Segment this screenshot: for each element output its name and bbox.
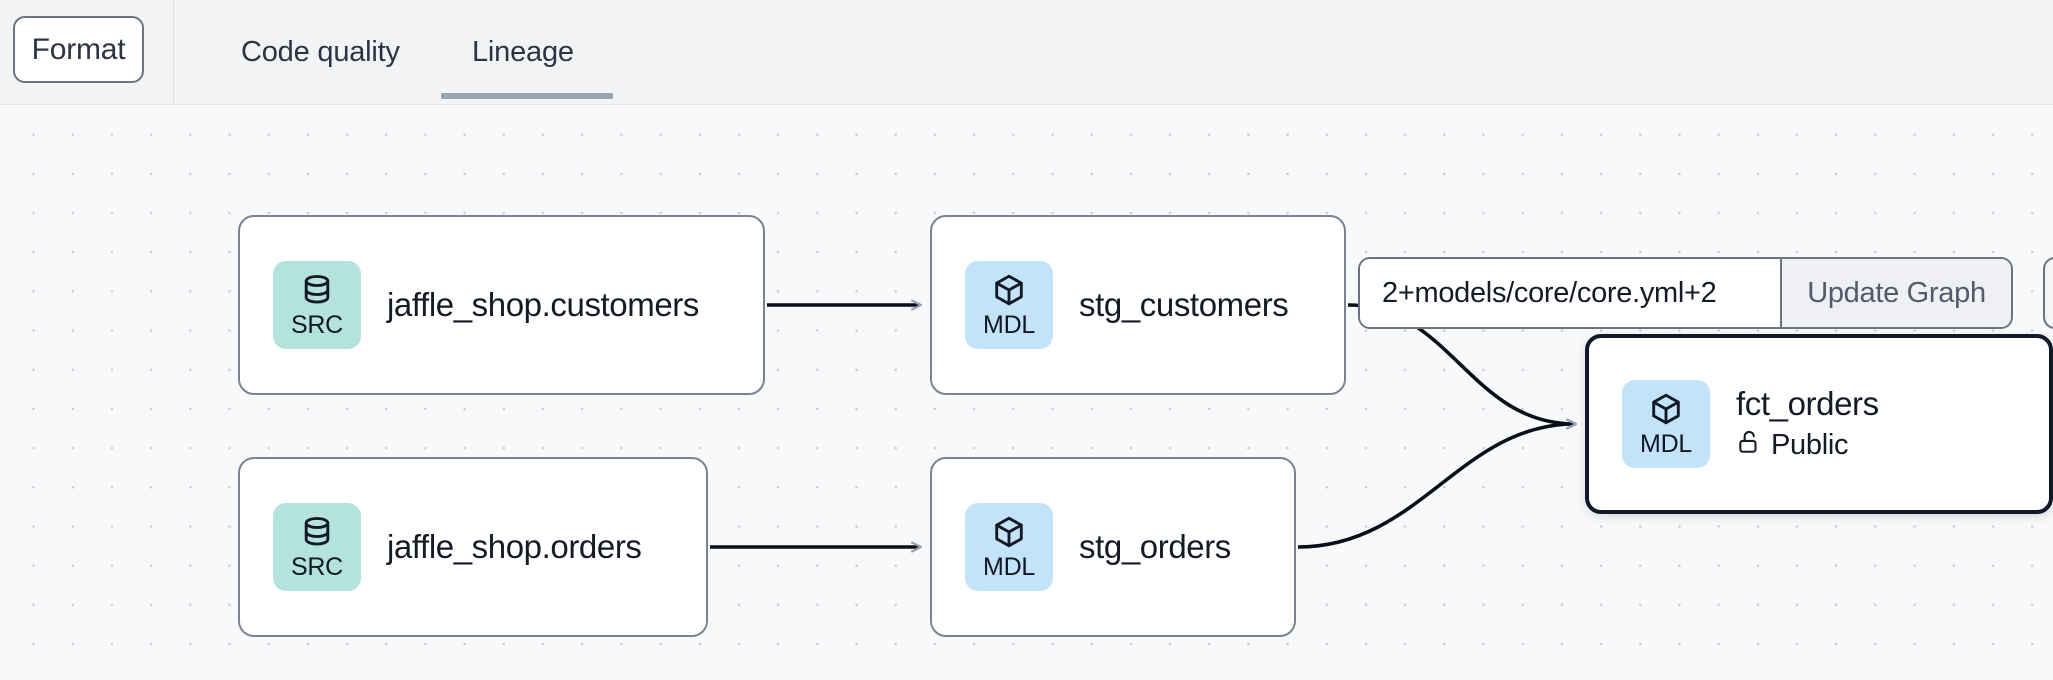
node-visibility-label: Public [1771, 429, 1849, 462]
lineage-node-jaffle-shop-customers[interactable]: SRC jaffle_shop.customers [238, 215, 765, 395]
tab-lineage[interactable]: Lineage [472, 0, 574, 105]
lineage-node-jaffle-shop-orders[interactable]: SRC jaffle_shop.orders [238, 457, 708, 637]
node-body: fct_orders Public [1736, 385, 1879, 463]
cube-icon [1648, 391, 1684, 427]
cube-icon [991, 514, 1027, 550]
node-body: stg_customers [1079, 286, 1289, 324]
database-icon [299, 272, 335, 308]
node-title: fct_orders [1736, 385, 1879, 423]
lineage-node-stg-orders[interactable]: MDL stg_orders [930, 457, 1296, 637]
node-body: stg_orders [1079, 528, 1231, 566]
node-badge-mdl: MDL [965, 261, 1053, 349]
database-icon [299, 514, 335, 550]
node-badge-label: MDL [1640, 430, 1692, 458]
node-body: jaffle_shop.orders [387, 528, 642, 566]
lineage-node-stg-customers[interactable]: MDL stg_customers [930, 215, 1346, 395]
graph-options-button-partial[interactable] [2043, 257, 2053, 329]
node-badge-label: SRC [291, 553, 343, 581]
node-visibility: Public [1736, 429, 1879, 463]
update-graph-button[interactable]: Update Graph [1780, 259, 2011, 327]
tab-active-indicator [441, 93, 613, 99]
node-title: jaffle_shop.orders [387, 528, 642, 566]
node-badge-src: SRC [273, 503, 361, 591]
node-badge-mdl: MDL [965, 503, 1053, 591]
edge-stgorders-to-fctorders [1297, 424, 1575, 549]
toolbar-divider [173, 0, 174, 105]
graph-selector-input[interactable] [1360, 259, 1780, 327]
node-title: jaffle_shop.customers [387, 286, 699, 324]
node-body: jaffle_shop.customers [387, 286, 699, 324]
node-badge-label: MDL [983, 553, 1035, 581]
tab-code-quality[interactable]: Code quality [241, 0, 400, 105]
node-badge-label: MDL [983, 311, 1035, 339]
node-title: stg_customers [1079, 286, 1289, 324]
node-title: stg_orders [1079, 528, 1231, 566]
node-badge-label: SRC [291, 311, 343, 339]
editor-toolbar: Format Code quality Lineage [0, 0, 2053, 105]
lineage-canvas[interactable]: SRC jaffle_shop.customers MDL stg_custom… [0, 105, 2053, 680]
node-badge-mdl: MDL [1622, 380, 1710, 468]
unlock-icon [1736, 429, 1762, 463]
graph-filter-control[interactable]: Update Graph [1358, 257, 2013, 329]
cube-icon [991, 272, 1027, 308]
format-button[interactable]: Format [13, 16, 144, 83]
lineage-node-fct-orders[interactable]: MDL fct_orders Public [1585, 334, 2053, 514]
node-badge-src: SRC [273, 261, 361, 349]
